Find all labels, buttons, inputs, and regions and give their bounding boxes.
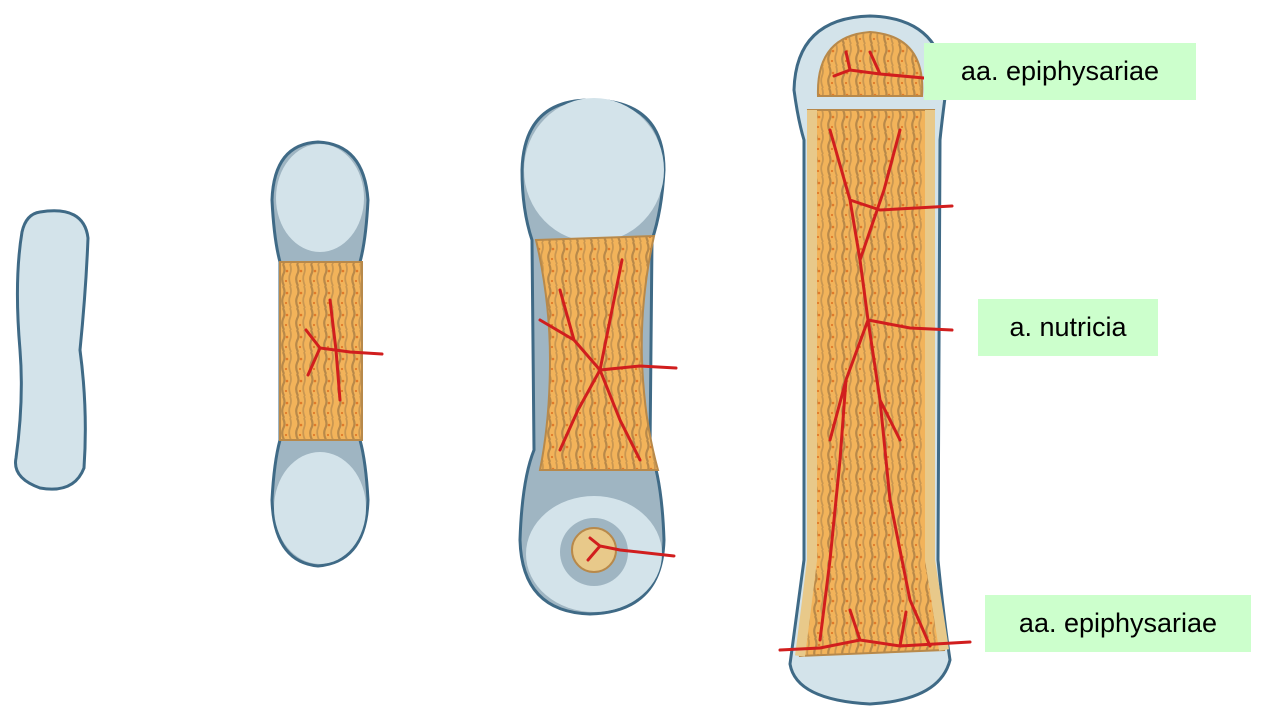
- label-epiphyseal-arteries-top: aa. epiphysariae: [924, 43, 1196, 100]
- stage-4-mature-bone: [780, 16, 970, 704]
- stage-1-cartilage-model: [16, 211, 89, 489]
- stage-3-secondary-ossification: [520, 98, 676, 614]
- label-nutrient-artery: a. nutricia: [978, 299, 1158, 356]
- label-epiphyseal-arteries-bottom: aa. epiphysariae: [985, 595, 1251, 652]
- stage-2-primary-ossification: [272, 142, 382, 566]
